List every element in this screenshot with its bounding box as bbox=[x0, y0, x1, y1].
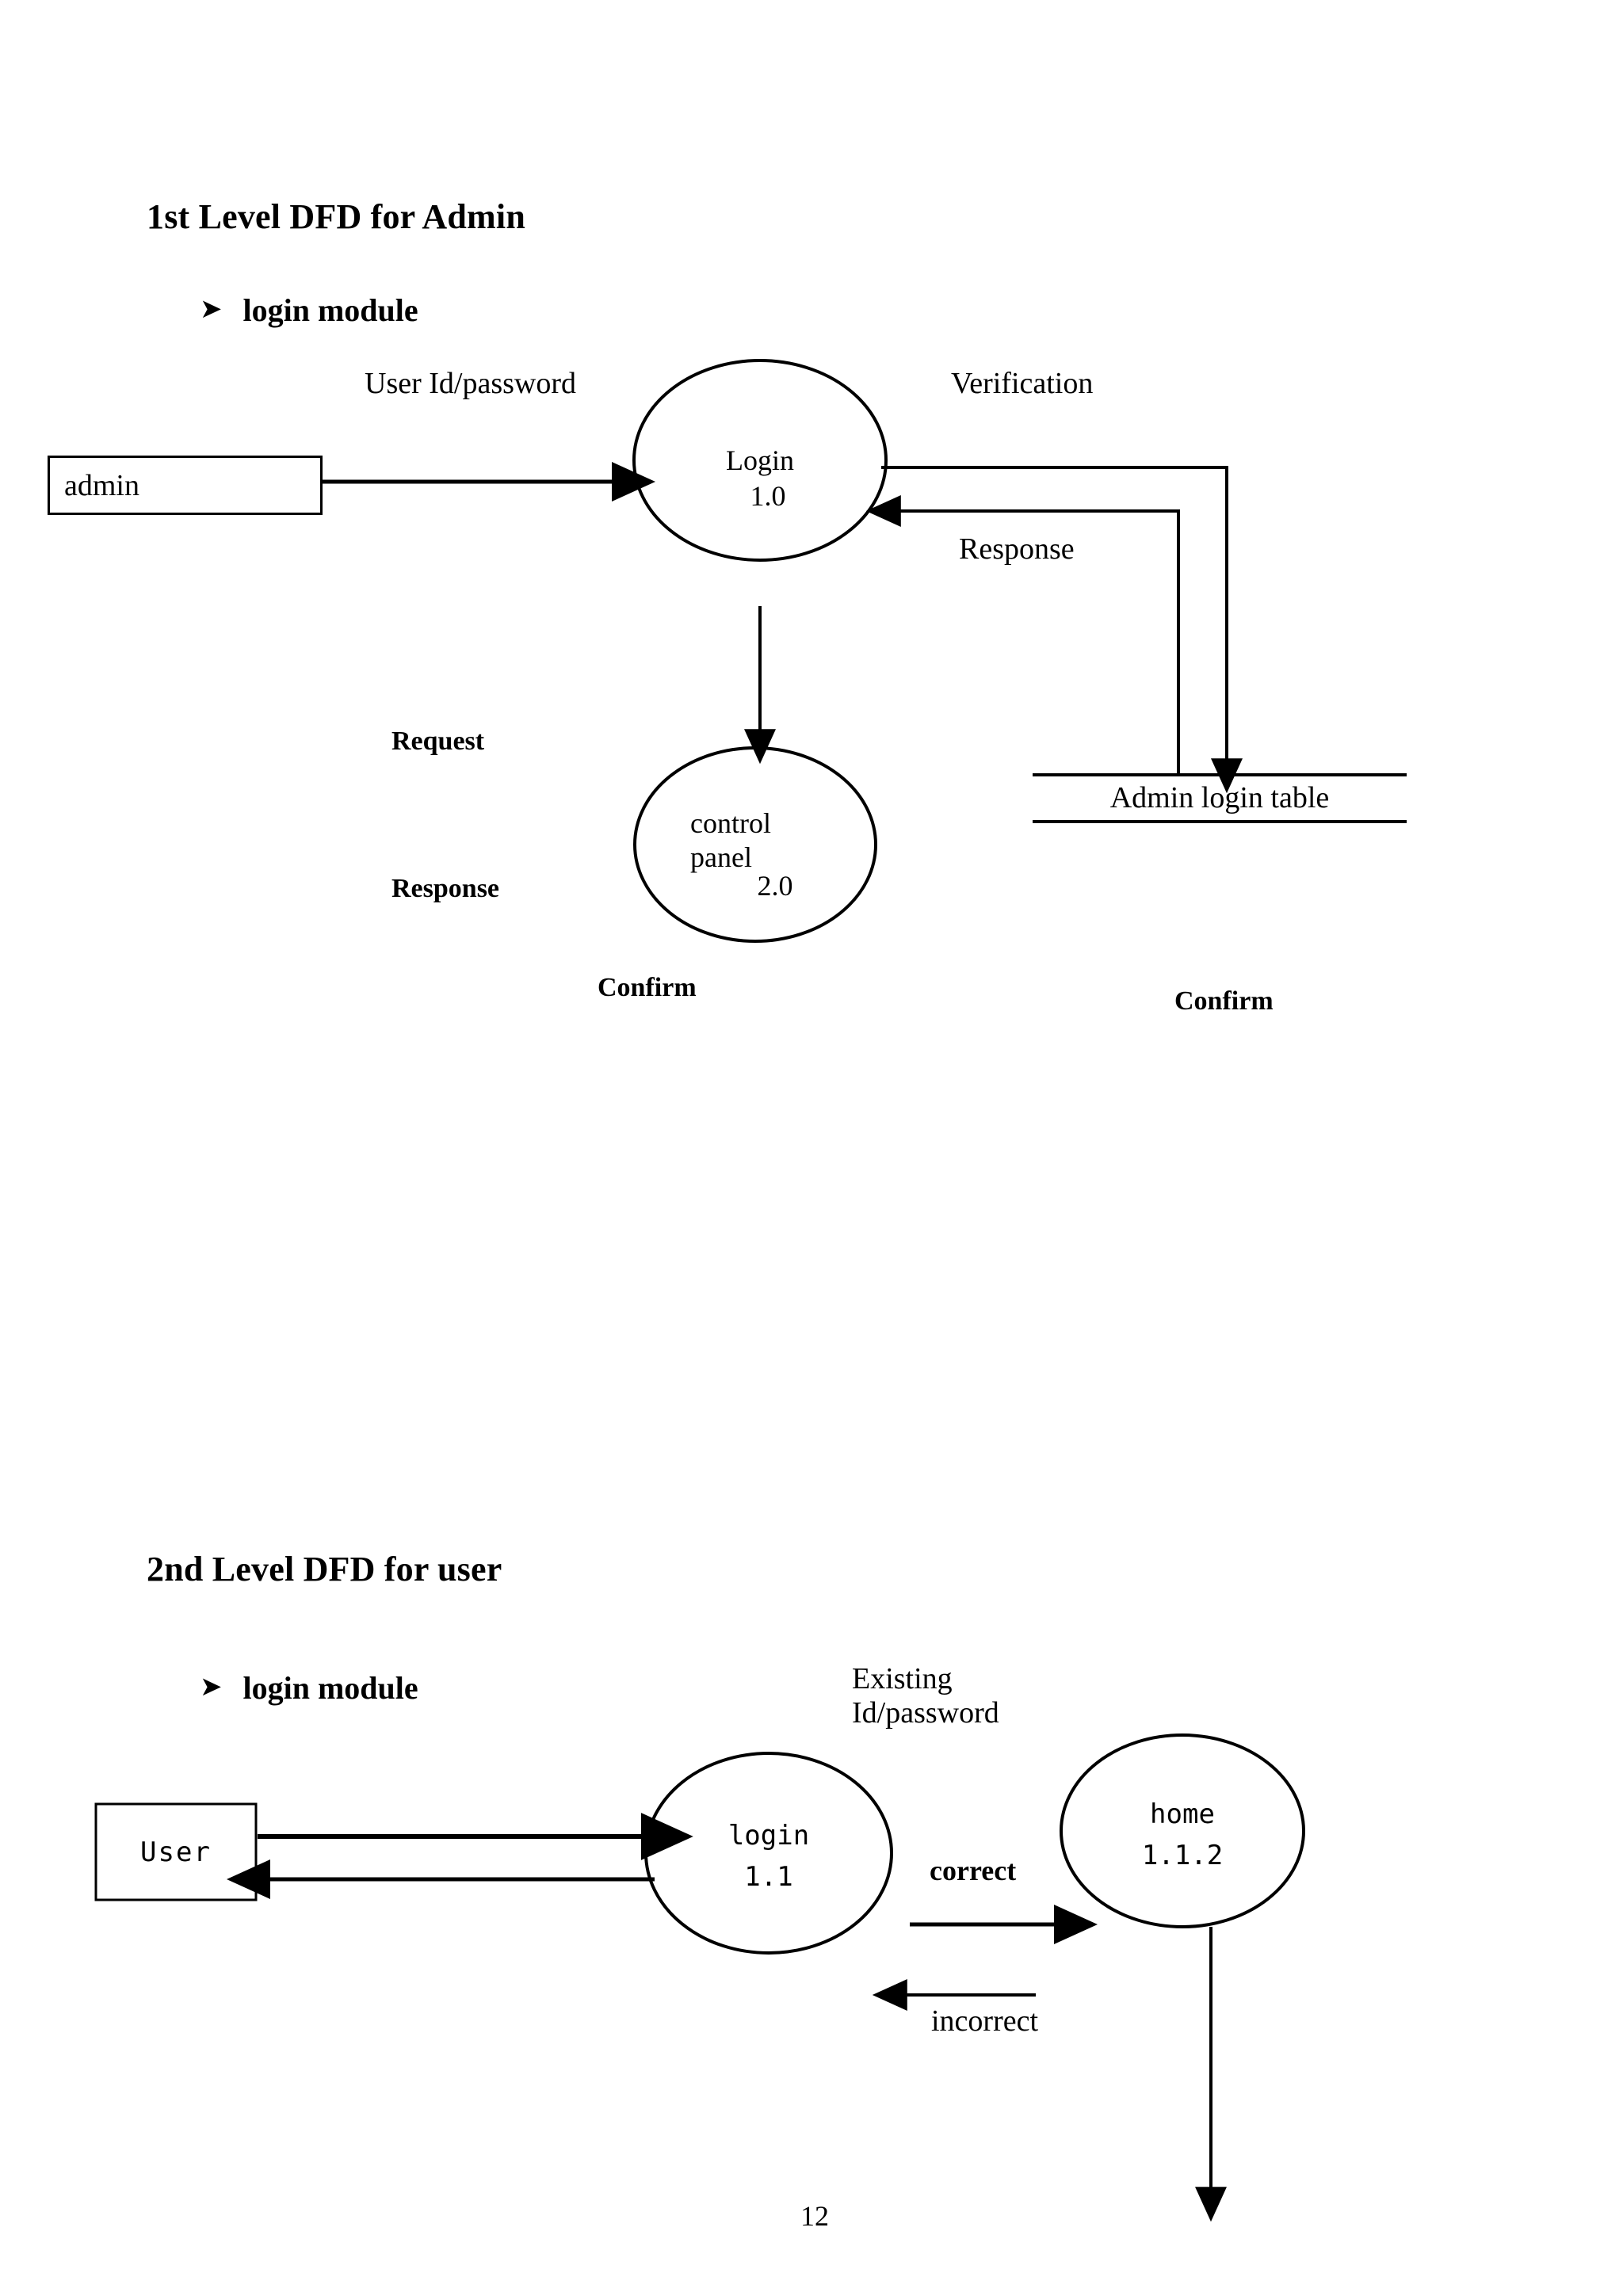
process-login-1-0-name: Login bbox=[726, 444, 794, 476]
external-entity-admin: admin bbox=[48, 456, 323, 515]
external-entity-admin-label: admin bbox=[64, 468, 139, 502]
flow-label-response-bottom: Response bbox=[391, 874, 500, 903]
section2-bullet-row: ➤ login module bbox=[200, 1669, 418, 1707]
flow-label-confirm-right: Confirm bbox=[1174, 986, 1274, 1016]
section1-bullet-row: ➤ login module bbox=[200, 292, 418, 329]
flow-label-existing-id-password-text: Existing Id/password bbox=[852, 1662, 999, 1730]
page-number: 12 bbox=[800, 2200, 829, 2232]
flow-label-incorrect: incorrect bbox=[931, 2004, 1039, 2038]
process-login-1-1-name: login bbox=[727, 1820, 810, 1852]
arrow-bullet-icon: ➤ bbox=[200, 292, 223, 325]
flow-label-existing-id-password: Existing Id/password bbox=[852, 1662, 999, 1730]
process-control-panel-2-0-number: 2.0 bbox=[757, 870, 793, 902]
section2-bullet-label: login module bbox=[242, 1670, 418, 1706]
external-entity-user-label: User bbox=[140, 1836, 212, 1868]
flow-label-correct: correct bbox=[930, 1855, 1017, 1886]
process-home-1-1-2-name: home bbox=[1150, 1798, 1215, 1830]
flow-login-to-store-verification bbox=[881, 466, 1243, 794]
section1-bullet-label: login module bbox=[242, 292, 418, 328]
section1-heading: 1st Level DFD for Admin bbox=[147, 197, 525, 236]
flow-label-confirm-left: Confirm bbox=[598, 973, 697, 1002]
data-store-admin-login-table-label: Admin login table bbox=[1109, 781, 1330, 814]
process-home-1-1-2-number: 1.1.2 bbox=[1141, 1840, 1224, 1871]
flow-label-request: Request bbox=[391, 727, 485, 756]
arrow-bullet-icon: ➤ bbox=[200, 1670, 223, 1703]
section2-heading: 2nd Level DFD for user bbox=[147, 1550, 502, 1589]
flow-label-user-id-password: User Id/password bbox=[365, 367, 577, 400]
process-login-1-0-number: 1.0 bbox=[750, 480, 786, 512]
process-login-1-1-number: 1.1 bbox=[744, 1861, 793, 1893]
process-control-panel-2-0-name: control panel bbox=[690, 807, 771, 874]
flow-label-verification: Verification bbox=[951, 367, 1094, 400]
external-entity-user: User bbox=[96, 1804, 256, 1900]
flow-label-response-top: Response bbox=[959, 532, 1075, 566]
